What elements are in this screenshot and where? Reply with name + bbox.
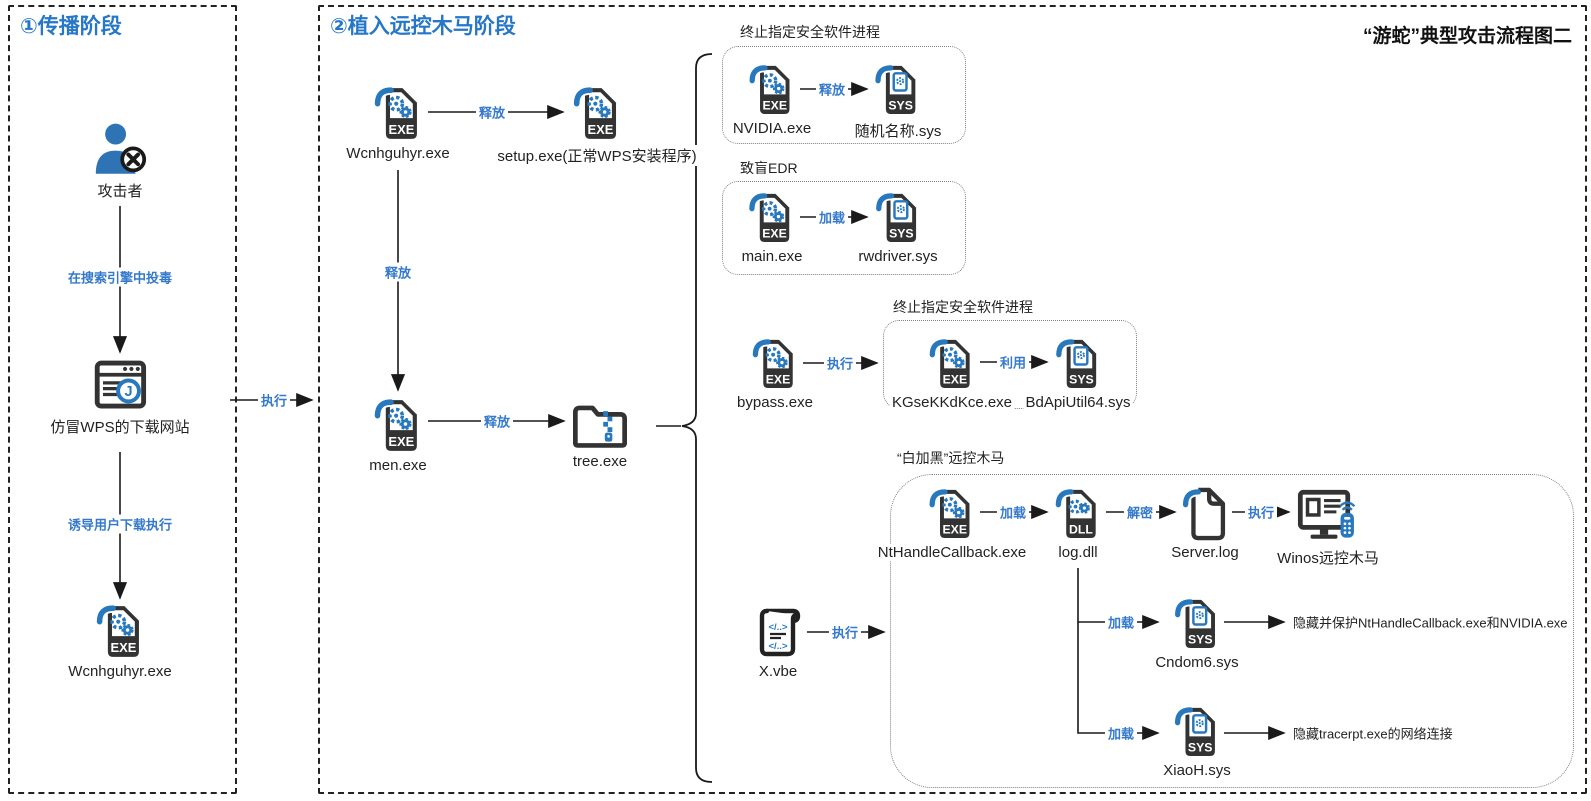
node-kgsekkdkce-exe: KGseKKdKce.exe xyxy=(889,336,1015,411)
sys-file-icon xyxy=(1173,596,1221,651)
stage1-title: ①传播阶段 xyxy=(20,15,122,38)
node-xiaoh-sys-label: XiaoH.sys xyxy=(1161,762,1233,779)
exe-file-icon xyxy=(572,84,622,142)
edge-label-load3: 加载 xyxy=(1104,612,1138,632)
edge-label-load4: 加载 xyxy=(1104,723,1138,743)
edge-label-release1: 释放 xyxy=(475,102,509,122)
node-wcnhguhyr-stage1-label: Wcnhguhyr.exe xyxy=(66,663,174,680)
node-men-exe-label: men.exe xyxy=(367,457,429,474)
node-wcnhguhyr-stage1: Wcnhguhyr.exe xyxy=(66,602,174,680)
group-blind-edr xyxy=(722,181,966,275)
edge-label-release2: 释放 xyxy=(381,262,415,282)
node-wcnhguhyr-stage2-label: Wcnhguhyr.exe xyxy=(344,145,452,162)
node-attacker: 攻击者 xyxy=(89,122,151,201)
edge-label-decrypt: 解密 xyxy=(1123,502,1157,522)
node-tree-exe: tree.exe xyxy=(570,398,630,470)
edge-label-use1: 利用 xyxy=(996,352,1030,372)
exe-file-icon xyxy=(748,62,796,117)
group-white-black-label: “白加黑”远控木马 xyxy=(897,450,1005,466)
group-white-black xyxy=(890,474,1574,788)
zip-folder-icon xyxy=(570,398,630,450)
group-kill-av-1-label: 终止指定安全软件进程 xyxy=(740,24,880,40)
edge-label-exec3: 执行 xyxy=(1244,502,1278,522)
group-kill-av-1 xyxy=(722,46,966,144)
outcome-hide-network: 隐藏tracerpt.exe的网络连接 xyxy=(1293,726,1453,742)
node-setup-exe-label: setup.exe(正常WPS安装程序) xyxy=(495,145,699,166)
edge-label-poison: 在搜索引擎中投毒 xyxy=(64,267,176,287)
outcome-hide-protect: 隐藏并保护NtHandleCallback.exe和NVIDIA.exe xyxy=(1293,615,1568,631)
group-blind-edr-label: 致盲EDR xyxy=(740,160,798,176)
log-file-icon xyxy=(1181,486,1229,541)
exe-file-icon xyxy=(373,396,423,454)
node-men-exe: men.exe xyxy=(367,396,429,474)
node-x-vbe-label: X.vbe xyxy=(756,663,800,680)
edge-label-exec1: 执行 xyxy=(257,390,291,410)
group-kill-av-2-label: 终止指定安全软件进程 xyxy=(893,299,1033,315)
stage2-title: ②植入远控木马阶段 xyxy=(330,15,516,38)
edge-label-exec2: 执行 xyxy=(823,353,857,373)
exe-file-icon xyxy=(95,602,145,660)
node-nthandlecallback-exe: NtHandleCallback.exe xyxy=(875,486,1029,561)
brace xyxy=(681,53,713,783)
node-bypass-exe-label: bypass.exe xyxy=(735,394,815,411)
node-server-log: Server.log xyxy=(1169,486,1241,561)
exe-file-icon xyxy=(928,336,976,391)
sys-file-icon xyxy=(874,62,922,117)
node-bdapiutil64-sys: BdApiUtil64.sys xyxy=(1023,336,1133,411)
node-log-dll: log.dll xyxy=(1054,486,1102,561)
stage2-box xyxy=(318,5,1587,794)
node-wcnhguhyr-stage2: Wcnhguhyr.exe xyxy=(344,84,452,162)
sys-file-icon xyxy=(1173,704,1221,759)
node-main-exe: main.exe xyxy=(739,190,805,265)
node-bypass-exe: bypass.exe xyxy=(735,336,815,411)
node-cndom6-sys: Cndom6.sys xyxy=(1153,596,1241,671)
dll-file-icon xyxy=(1054,486,1102,541)
exe-file-icon xyxy=(748,190,796,245)
edge-label-exec4: 执行 xyxy=(828,622,862,642)
node-attacker-label: 攻击者 xyxy=(95,180,145,201)
node-random-sys: 随机名称.sys xyxy=(852,62,944,141)
edge-label-load1: 加载 xyxy=(815,207,849,227)
node-tree-exe-label: tree.exe xyxy=(570,453,630,470)
node-bdapiutil64-sys-label: BdApiUtil64.sys xyxy=(1023,394,1133,411)
browser-icon xyxy=(92,355,148,413)
node-fake-wps-site: 仿冒WPS的下载网站 xyxy=(48,355,192,437)
node-rwdriver-sys: rwdriver.sys xyxy=(856,190,940,265)
node-kgsekkdkce-exe-label: KGseKKdKce.exe xyxy=(889,394,1015,411)
attacker-icon xyxy=(89,122,151,177)
node-server-log-label: Server.log xyxy=(1169,544,1241,561)
edge-label-induce: 诱导用户下载执行 xyxy=(64,514,176,534)
node-x-vbe: X.vbe xyxy=(752,604,804,680)
exe-file-icon xyxy=(373,84,423,142)
node-cndom6-sys-label: Cndom6.sys xyxy=(1153,654,1241,671)
node-nthandlecallback-exe-label: NtHandleCallback.exe xyxy=(875,544,1029,561)
node-nvidia-exe-label: NVIDIA.exe xyxy=(730,120,814,137)
node-winos-rat-label: Winos远控木马 xyxy=(1275,547,1381,568)
node-log-dll-label: log.dll xyxy=(1056,544,1100,561)
node-setup-exe: setup.exe(正常WPS安装程序) xyxy=(495,84,699,166)
node-fake-wps-site-label: 仿冒WPS的下载网站 xyxy=(48,416,192,437)
node-rwdriver-sys-label: rwdriver.sys xyxy=(856,248,940,265)
edge-label-release3: 释放 xyxy=(480,411,514,431)
node-random-sys-label: 随机名称.sys xyxy=(852,120,944,141)
sys-file-icon xyxy=(874,190,922,245)
node-main-exe-label: main.exe xyxy=(739,248,805,265)
node-xiaoh-sys: XiaoH.sys xyxy=(1161,704,1233,779)
exe-file-icon xyxy=(928,486,976,541)
node-winos-rat: Winos远控木马 xyxy=(1275,488,1381,568)
monitor-remote-icon xyxy=(1295,488,1361,544)
sys-file-icon xyxy=(1054,336,1102,391)
script-scroll-icon xyxy=(752,604,804,660)
exe-file-icon xyxy=(751,336,799,391)
diagram-title: “游蛇”典型攻击流程图二 xyxy=(1362,26,1572,47)
node-nvidia-exe: NVIDIA.exe xyxy=(730,62,814,137)
edge-label-load2: 加载 xyxy=(996,502,1030,522)
edge-label-release4: 释放 xyxy=(815,79,849,99)
